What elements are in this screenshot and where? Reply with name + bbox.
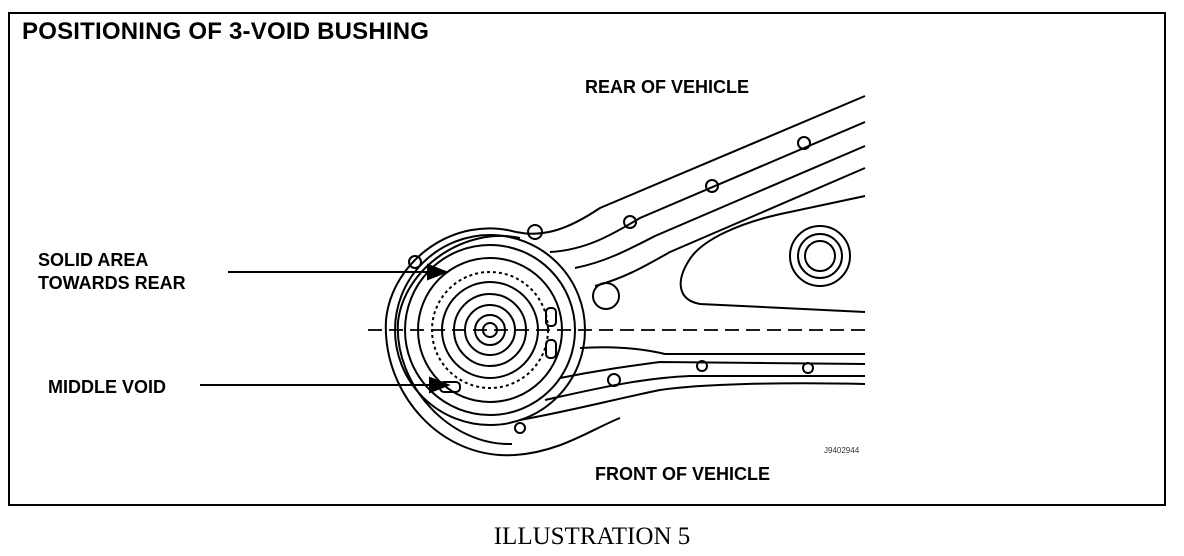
hole-9 — [802, 362, 814, 374]
solid-area-label: SOLID AREA TOWARDS REAR — [38, 249, 186, 295]
middle-void-arrowhead — [429, 376, 451, 394]
illustration-caption: ILLUSTRATION 5 — [493, 523, 691, 550]
solid-area-label-line1: SOLID AREA — [38, 250, 149, 270]
ball-joint-inner — [804, 240, 836, 272]
bushing-ring-7 — [464, 304, 516, 356]
bushing-ring-5 — [441, 281, 539, 379]
arm-lower-3 — [544, 375, 865, 401]
rear-of-vehicle-label: REAR OF VEHICLE — [585, 77, 750, 97]
hole-1 — [408, 255, 422, 269]
bushing-ring-6 — [453, 293, 527, 367]
hole-6 — [797, 136, 811, 150]
figure-title: POSITIONING OF 3-VOID BUSHING — [22, 18, 430, 45]
arm-upper-inner-2 — [574, 145, 866, 269]
ball-joint-mid — [797, 233, 843, 279]
bushing-housing-outer — [384, 227, 621, 457]
solid-area-label-line2: TOWARDS REAR — [38, 273, 186, 293]
bushing-ring-1 — [394, 234, 586, 426]
hole-8 — [696, 360, 708, 372]
bushing-ring-3 — [417, 257, 563, 403]
void-right-upper — [545, 307, 557, 327]
arm-lower-1 — [579, 346, 865, 355]
bushing-center — [482, 322, 498, 338]
hole-10 — [514, 422, 526, 434]
hole-5 — [705, 179, 719, 193]
figure-frame — [8, 12, 1166, 506]
front-of-vehicle-label: FRONT OF VEHICLE — [595, 464, 770, 484]
hole-2 — [527, 224, 543, 240]
hole-7 — [607, 373, 621, 387]
bushing-ring-4 — [431, 271, 549, 389]
figure-code: J9402944 — [824, 446, 860, 455]
solid-area-arrowhead — [427, 263, 449, 281]
arm-upper-inner-1 — [549, 121, 866, 253]
ball-joint-outer — [789, 225, 851, 287]
bushing-ring-2 — [404, 244, 576, 416]
hole-3 — [592, 282, 620, 310]
arm-lower-4 — [519, 382, 866, 421]
void-right-lower — [545, 339, 557, 359]
middle-void-label: MIDDLE VOID — [48, 377, 167, 397]
bushing-ring-8 — [474, 314, 506, 346]
bushing-housing-inner — [396, 235, 521, 446]
hole-4 — [623, 215, 637, 229]
arm-upper-outer — [515, 95, 866, 235]
arm-slot — [679, 195, 866, 313]
